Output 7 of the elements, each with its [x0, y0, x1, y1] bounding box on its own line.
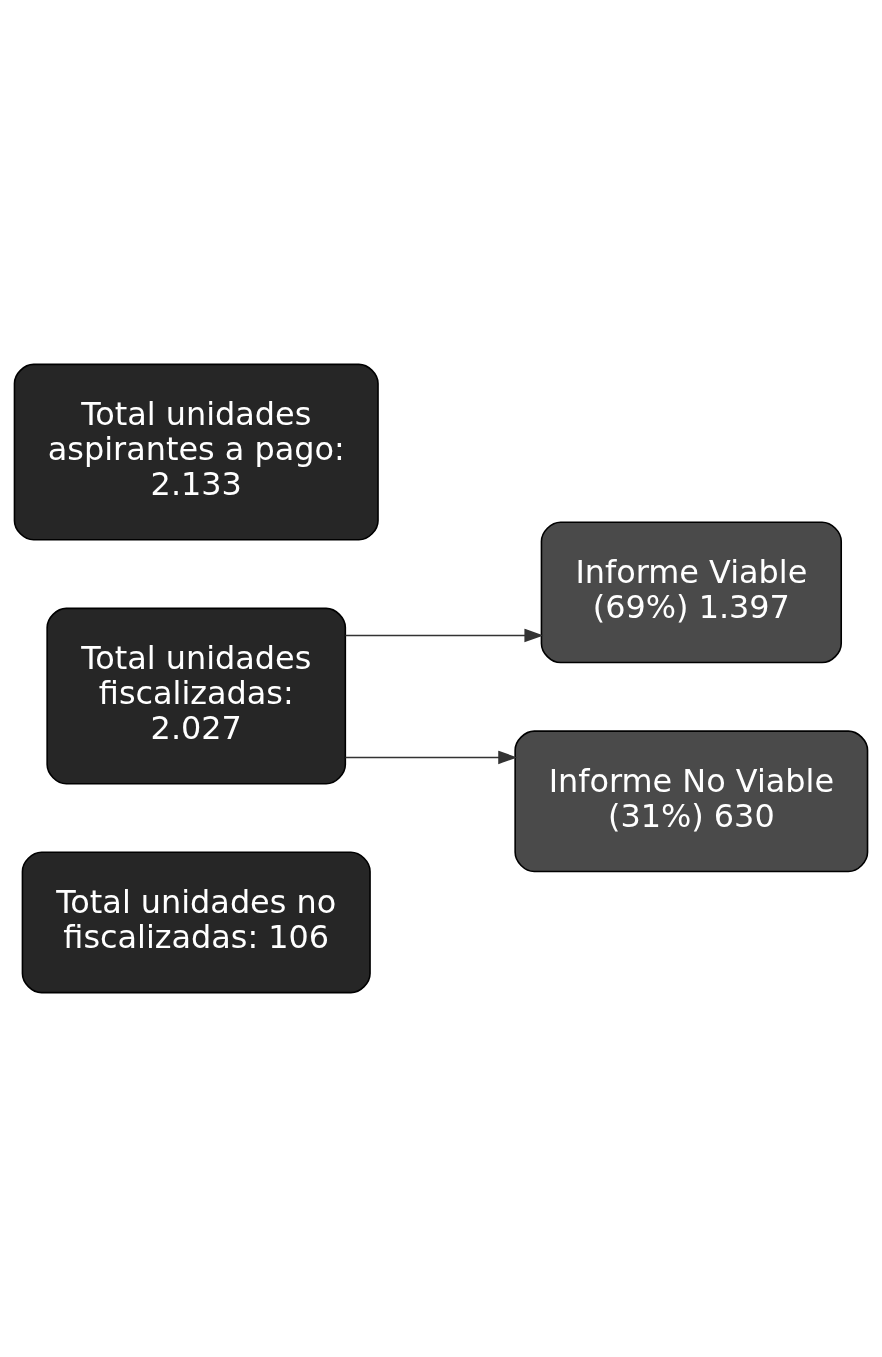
node-box: Informe No Viable (31%) 630	[514, 730, 869, 873]
node-box: Informe Viable (69%) 1.397	[540, 521, 843, 664]
node-box: Total unidades fiscalizadas: 2.027	[46, 607, 347, 785]
arrow	[344, 628, 544, 643]
arrow	[344, 750, 518, 765]
node-box: Total unidades aspirantes a pago: 2.133	[13, 363, 379, 541]
node-box: Total unidades no fiscalizadas: 106	[21, 851, 371, 994]
